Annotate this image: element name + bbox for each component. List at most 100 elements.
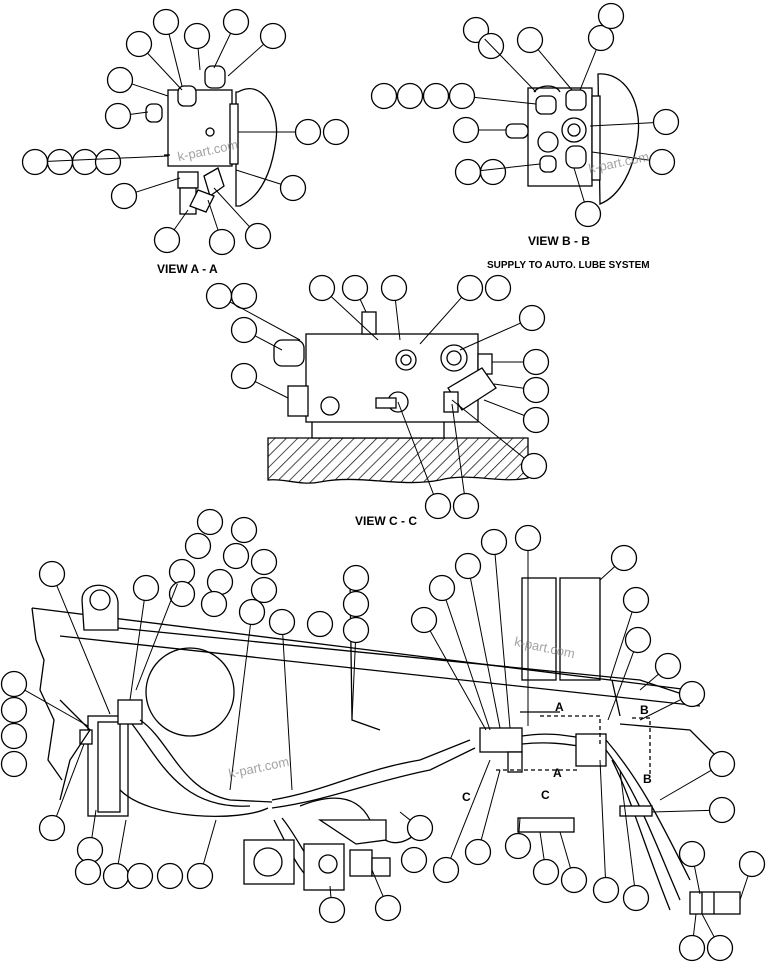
- callout-leader: [235, 169, 282, 185]
- callout-leader: [484, 38, 537, 93]
- callout-bubble: [516, 26, 544, 54]
- callout-bubble: [410, 606, 438, 634]
- callout-bubble: [652, 108, 680, 136]
- callout-leader: [639, 673, 659, 691]
- callout-leader: [129, 600, 145, 701]
- callout-bubble: [222, 542, 250, 570]
- callout-bubble: [152, 8, 180, 36]
- callout-bubble: [102, 862, 130, 890]
- supply-auto-lube-label: SUPPLY TO AUTO. LUBE SYSTEM: [487, 260, 650, 271]
- callout-leader: [573, 167, 585, 203]
- callout-bubble: [678, 934, 706, 962]
- callout-leader: [135, 177, 181, 193]
- view-aa-group: [145, 65, 278, 215]
- callout-bubble: [678, 840, 706, 868]
- callout-bubble: [126, 862, 154, 890]
- callout-bubble: [156, 862, 184, 890]
- callout-bubble: [648, 148, 676, 176]
- callout-bubble: [514, 524, 542, 552]
- callout-bubble: [168, 558, 196, 586]
- callout-bubble: [448, 82, 476, 110]
- view-aa-angle-fitting: [203, 167, 225, 198]
- callout-leader: [469, 578, 501, 729]
- callout-bubble: [454, 158, 482, 186]
- callout-leader: [474, 96, 537, 105]
- view-aa-top-port: [204, 65, 226, 89]
- callout-bubble: [560, 866, 588, 894]
- callout-leader: [130, 111, 149, 115]
- callout-leader: [207, 199, 219, 231]
- callout-bubble: [424, 492, 452, 520]
- callout-bubble: [480, 528, 508, 556]
- callout-bubble: [622, 884, 650, 912]
- callout-leader: [651, 809, 710, 813]
- callout-leader: [229, 624, 251, 791]
- view-aa-top-port: [177, 85, 197, 107]
- callout-bubble: [322, 118, 350, 146]
- callout-leader: [591, 151, 650, 161]
- callout-leader: [589, 122, 654, 127]
- callout-bubble: [250, 548, 278, 576]
- callout-bubble: [71, 148, 99, 176]
- filter-housing: [87, 715, 129, 817]
- view-aa-mount-plate: [235, 88, 278, 207]
- section-marker-c: C: [541, 788, 550, 802]
- callout-bubble: [396, 82, 424, 110]
- callout-bubble: [520, 452, 548, 480]
- view-cc-large-port: [440, 344, 468, 372]
- callout-bubble: [522, 348, 550, 376]
- callout-leader: [639, 699, 682, 721]
- callout-bubble: [94, 148, 122, 176]
- callout-bubble: [706, 934, 734, 962]
- callout-leader: [493, 383, 524, 389]
- callout-leader: [173, 209, 189, 231]
- callout-bubble: [104, 102, 132, 130]
- callout-leader: [351, 642, 356, 721]
- callout-leader: [168, 34, 183, 87]
- callout-bubble: [400, 846, 428, 874]
- callout-bubble: [370, 82, 398, 110]
- section-marker-c: C: [462, 790, 471, 804]
- hose: [139, 719, 273, 803]
- callout-bubble: [380, 274, 408, 302]
- callout-leader: [537, 49, 573, 91]
- callout-bubble: [432, 856, 460, 884]
- callout-bubble: [0, 670, 28, 698]
- view-cc-left-fitting: [273, 339, 305, 367]
- callout-bubble: [205, 282, 233, 310]
- callout-bubble: [132, 574, 160, 602]
- callout-bubble: [230, 362, 258, 390]
- callout-bubble: [0, 722, 28, 750]
- callout-leader: [213, 33, 232, 69]
- callout-leader: [55, 743, 85, 817]
- callout-leader: [359, 299, 367, 313]
- callout-bubble: [206, 568, 234, 596]
- callout-bubble: [452, 116, 480, 144]
- callout-leader-lines: [24, 33, 749, 938]
- callout-leader: [117, 819, 127, 864]
- right-valve-block: [575, 733, 607, 767]
- callout-bubble: [230, 516, 258, 544]
- section-marker-a: A: [553, 766, 562, 780]
- callout-leader: [202, 819, 217, 865]
- callout-leader: [607, 651, 635, 721]
- callout-bubble: [268, 608, 296, 636]
- central-valve-block: [479, 727, 523, 753]
- callout-bubble: [504, 832, 532, 860]
- callout-leader: [213, 187, 250, 228]
- callout-bubble: [624, 626, 652, 654]
- view-bb-center-port: [537, 131, 559, 153]
- callout-bubble: [0, 696, 28, 724]
- callout-bubble: [678, 680, 706, 708]
- callout-bubble: [306, 610, 334, 638]
- callout-bubble: [184, 532, 212, 560]
- callout-bubble: [0, 750, 28, 778]
- callout-bubble: [294, 118, 322, 146]
- callout-bubble: [422, 82, 450, 110]
- callout-bubble: [279, 174, 307, 202]
- callout-leader: [494, 554, 511, 729]
- callout-bubble: [452, 492, 480, 520]
- callout-bubble: [532, 858, 560, 886]
- callout-leader: [480, 769, 501, 841]
